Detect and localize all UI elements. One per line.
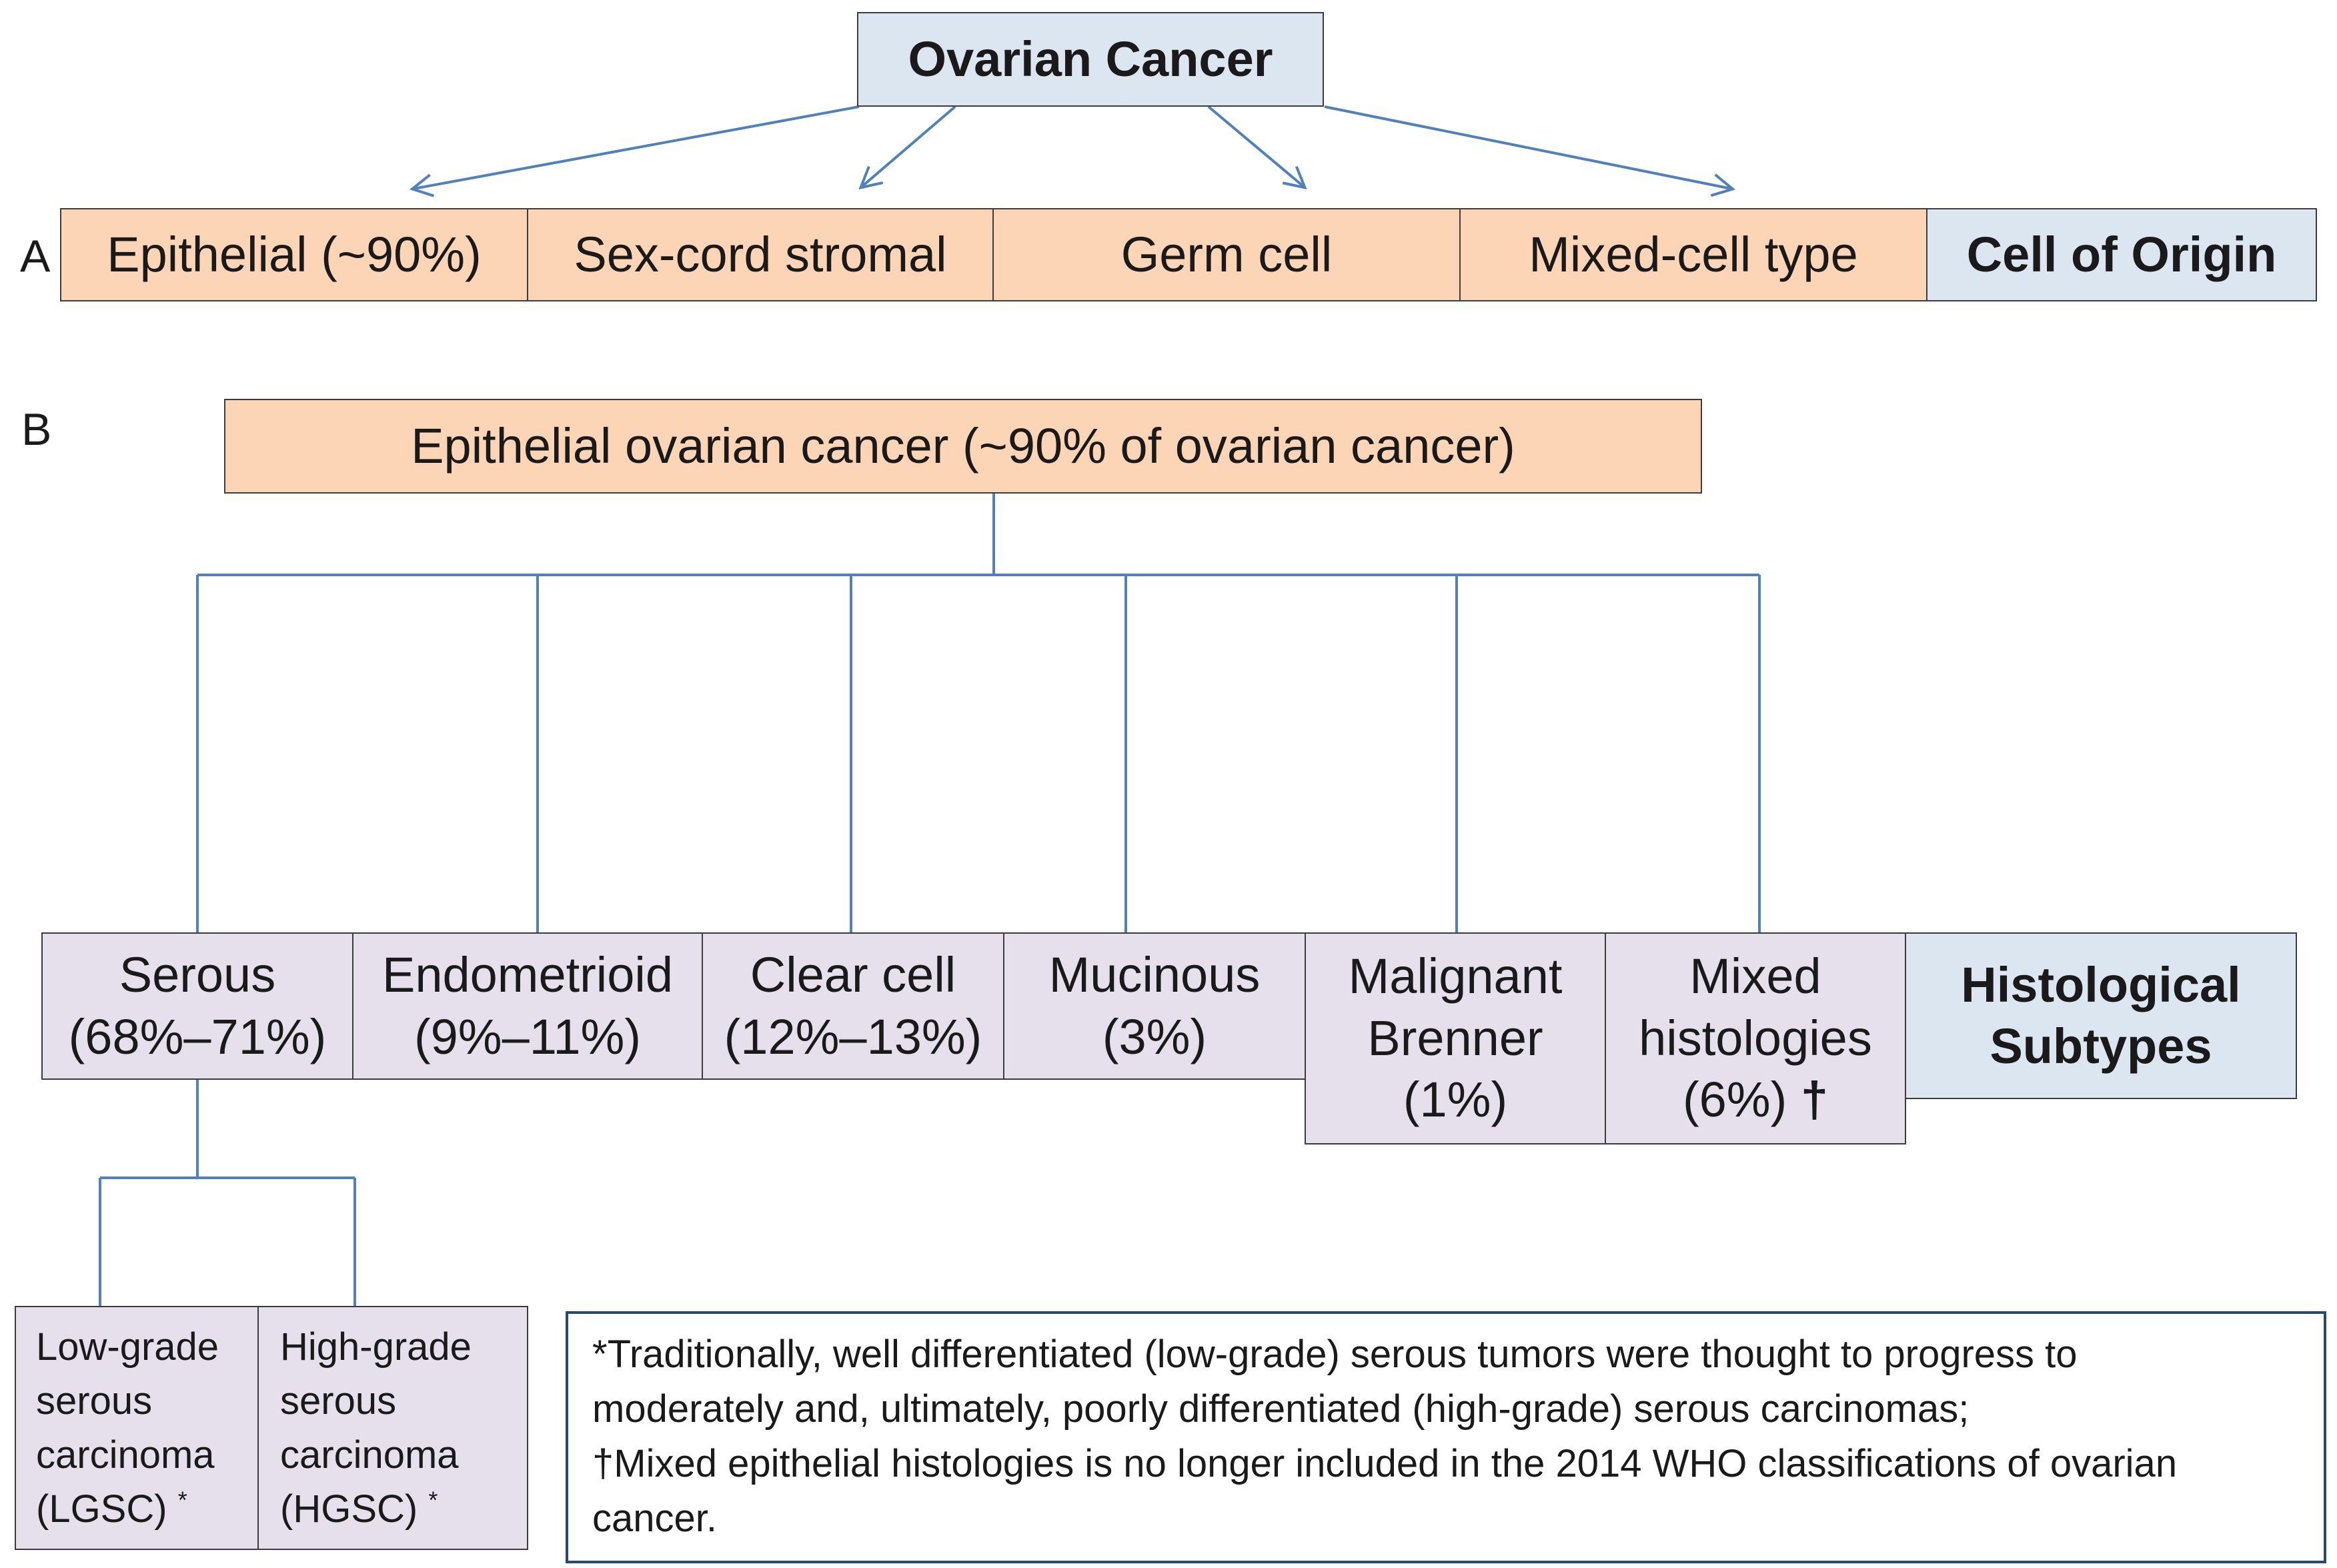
epithelial-ovarian-cancer-root: Epithelial ovarian cancer (~90% of ovari… xyxy=(224,399,1702,494)
ovarian-cancer-root: Ovarian Cancer xyxy=(857,12,1324,107)
serous-tree-lines xyxy=(99,1080,356,1306)
subtype-serous: Serous(68%–71%) xyxy=(41,932,353,1080)
footnote-line-3: †Mixed epithelial histologies is no long… xyxy=(592,1442,2178,1485)
cell-of-origin-title: Cell of Origin xyxy=(1926,208,2317,301)
subtype-mucinous: Mucinous(3%) xyxy=(1003,932,1306,1080)
panel-b-label: B xyxy=(21,404,52,455)
footnote-box: *Traditionally, well differentiated (low… xyxy=(566,1311,2326,1563)
arrow-to-germ-cell xyxy=(1207,105,1307,190)
cell-germ-cell: Germ cell xyxy=(992,208,1461,301)
subtype-endometrioid: Endometrioid(9%–11%) xyxy=(352,932,703,1080)
subtype-clear-cell: Clear cell(12%–13%) xyxy=(702,932,1004,1080)
footnote-line-2: moderately and, ultimately, poorly diffe… xyxy=(592,1387,1970,1431)
panel-a-label: A xyxy=(20,231,51,281)
cell-sex-cord-stromal: Sex-cord stromal xyxy=(527,208,994,301)
footnote-line-4: cancer. xyxy=(592,1497,717,1540)
arrow-to-epithelial xyxy=(409,105,860,197)
footnote-line-1: *Traditionally, well differentiated (low… xyxy=(592,1333,2078,1376)
dagger-mark: † xyxy=(1800,1072,1828,1128)
cell-mixed-cell-type: Mixed-cell type xyxy=(1459,208,1927,301)
arrow-to-sex-cord xyxy=(858,105,956,190)
subtype-tree-lines xyxy=(196,494,1761,932)
arrow-to-mixed-cell xyxy=(1324,105,1736,197)
cell-epithelial: Epithelial (~90%) xyxy=(60,208,528,301)
